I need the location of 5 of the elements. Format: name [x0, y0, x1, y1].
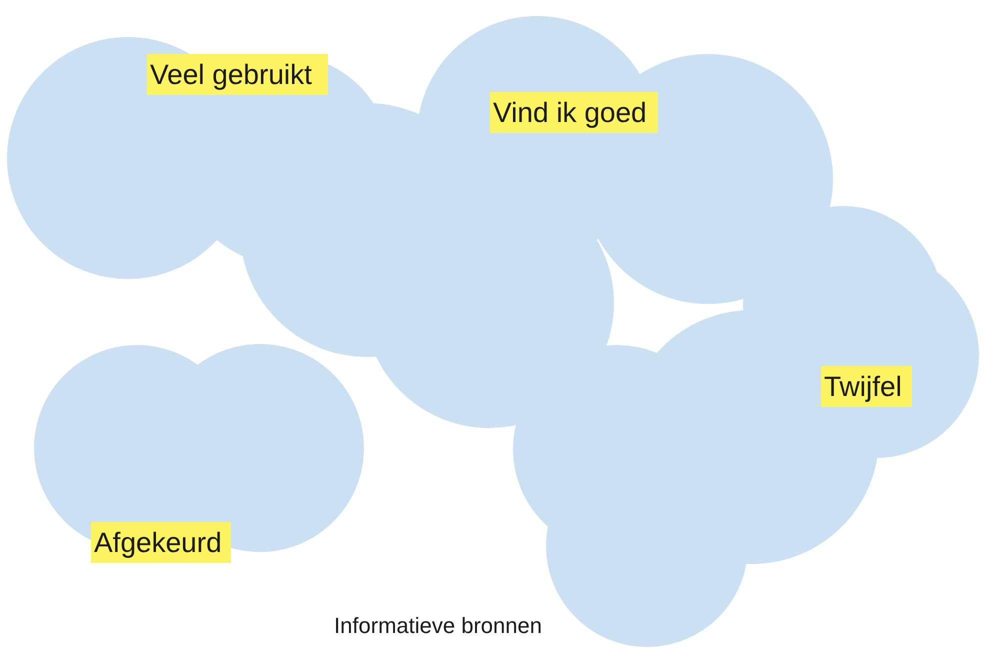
highlighted-label: Twijfel [821, 366, 912, 407]
caption: Informatieve bronnen [333, 613, 543, 639]
highlighted-label: Veel gebruikt [147, 54, 328, 95]
highlighted-label: Vind ik goed [490, 92, 658, 133]
highlighted-label: Afgekeurd [91, 522, 231, 563]
